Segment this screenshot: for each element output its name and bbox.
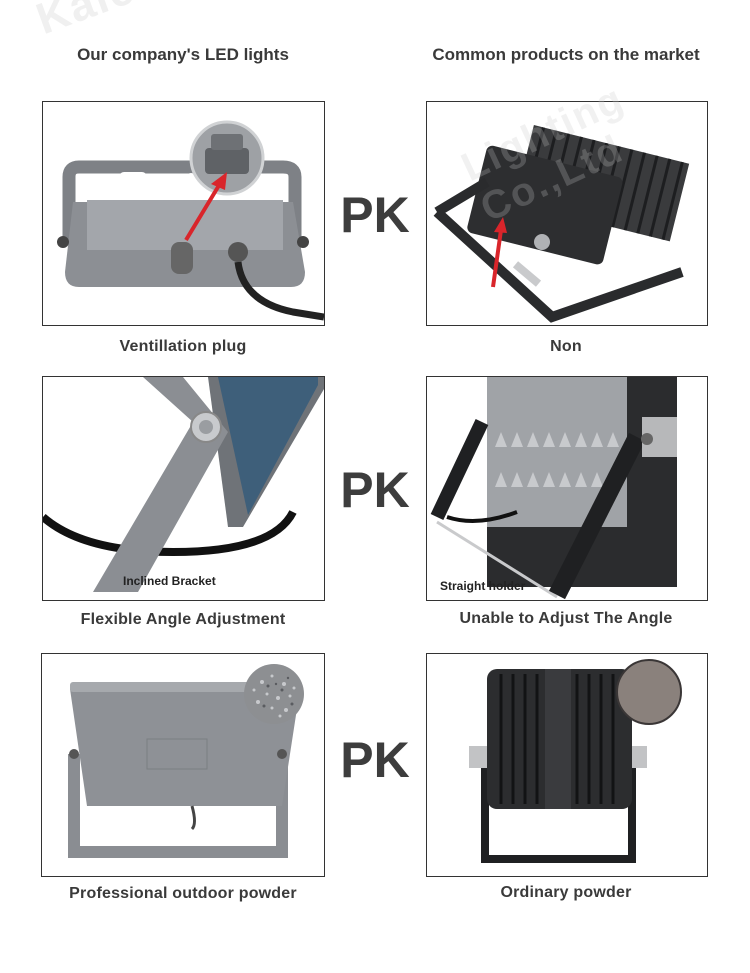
market-light-back-illustration: [427, 102, 707, 325]
professional-powder-illustration: [42, 654, 324, 876]
ordinary-powder-image: [426, 653, 708, 877]
caption-ventilation-plug: Ventillation plug: [119, 338, 247, 355]
pk-label-row1: PK: [340, 187, 410, 243]
company-light-back-illustration: [43, 102, 324, 325]
non-ventilation-image: [426, 101, 708, 326]
inclined-bracket-image: Inclined Bracket: [42, 376, 325, 601]
straight-holder-label: Straight holder: [440, 579, 526, 593]
straight-holder-image: Straight holder: [426, 376, 708, 601]
left-column-title: Our company's LED lights: [77, 45, 289, 64]
pk-label-row3: PK: [340, 732, 410, 788]
pk-label-row2: PK: [340, 462, 410, 518]
inclined-bracket-label: Inclined Bracket: [123, 574, 216, 588]
straight-holder-illustration: [427, 377, 707, 600]
caption-non: Non: [550, 338, 582, 355]
professional-powder-image: [41, 653, 325, 877]
ordinary-powder-illustration: [427, 654, 707, 876]
right-column-title: Common products on the market: [432, 45, 700, 64]
caption-ordinary-powder: Ordinary powder: [500, 884, 632, 901]
caption-professional-powder: Professional outdoor powder: [69, 885, 297, 902]
watermark-text: Kaiche: [30, 0, 194, 45]
caption-unable-adjust: Unable to Adjust The Angle: [459, 610, 673, 627]
inclined-bracket-illustration: [43, 377, 324, 600]
ventilation-plug-image: [42, 101, 325, 326]
caption-flexible-angle: Flexible Angle Adjustment: [80, 611, 286, 628]
